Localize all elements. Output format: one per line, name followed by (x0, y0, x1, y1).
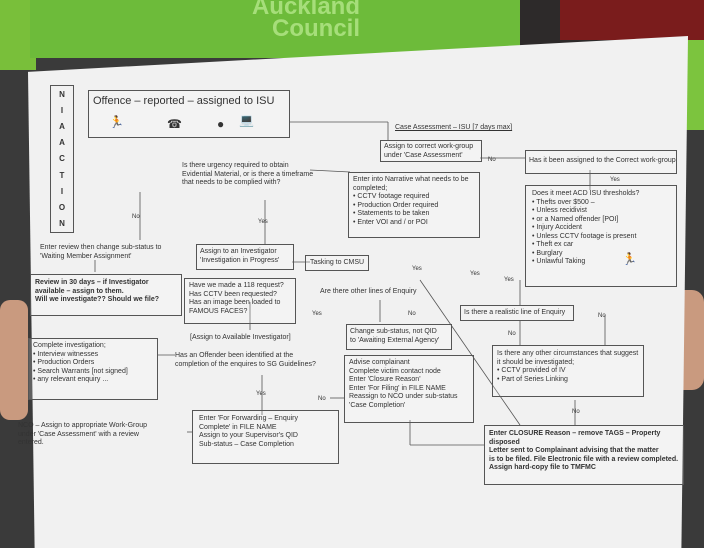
other-lines-question: Are there other lines of Enquiry (320, 288, 417, 295)
review-waiting: Enter review then change sub-status to '… (40, 244, 162, 260)
no-label-5: No (508, 331, 516, 337)
yes-label-5: Yes (504, 277, 514, 283)
advise-box: Advise complainant Complete victim conta… (344, 355, 474, 423)
complete-investigation-box: Complete investigation; • Interview witn… (28, 338, 158, 400)
no-label-7: No (572, 409, 580, 415)
council-banner-text: Auckland Council (251, 0, 360, 42)
no-label-6: No (318, 396, 326, 402)
no-label-1: No (488, 157, 496, 163)
realistic-box: Is there a realistic line of Enquiry (460, 305, 574, 321)
change-substatus-text: Change sub-status, not QID to 'Awaiting … (350, 328, 440, 344)
complete-investigation-text: Complete investigation; • Interview witn… (33, 342, 128, 383)
yes-label-1: Yes (610, 177, 620, 183)
assign-investigator-box: Assign to an Investigator 'Investigation… (196, 244, 294, 270)
assign-available: [Assign to Available Investigator] (190, 334, 291, 341)
checks-box: Have we made a 118 request? Has CCTV bee… (184, 278, 296, 324)
offender-question: Has an Offender been identified at the c… (175, 352, 316, 368)
tasking-box: Tasking to CMSU (305, 255, 369, 271)
offence-box: Offence – reported – assigned to ISU 🏃 ☎… (88, 90, 290, 138)
case-assessment-text: Case Assessment – ISU [7 days max] (395, 124, 513, 131)
person-icon: ● (217, 117, 225, 131)
running-person-icon: 🏃 (109, 115, 124, 129)
thresholds-text: Does it meet ACD ISU thresholds? • Theft… (532, 190, 640, 265)
no-label-3: No (598, 313, 606, 319)
tasking-text: Tasking to CMSU (310, 259, 365, 266)
assign-correct-text: Assign to correct work-group under 'Case… (384, 143, 474, 159)
narrative-box: Enter into Narrative what needs to be co… (348, 172, 480, 238)
advise-text: Advise complainant Complete victim conta… (349, 359, 458, 409)
offence-text: Offence – reported – assigned to ISU (93, 95, 275, 107)
assign-investigator-text: Assign to an Investigator 'Investigation… (200, 248, 280, 264)
change-substatus-box: Change sub-status, not QID to 'Awaiting … (346, 324, 452, 350)
left-hand (0, 300, 28, 420)
urgency-question: Is there urgency required to obtain Evid… (182, 162, 314, 186)
forwarding-box: Enter 'For Forwarding – Enquiry Complete… (192, 410, 339, 464)
closure-box: Enter CLOSURE Reason – remove TAGS – Pro… (484, 425, 684, 485)
other-circumstances-box: Is there any other circumstances that su… (492, 345, 644, 397)
review-30-box: Review in 30 days – if Investigator avai… (30, 274, 182, 316)
yes-label-3: Yes (412, 266, 422, 272)
assigned-question-text: Has it been assigned to the Correct work… (529, 157, 676, 164)
realistic-text: Is there a realistic line of Enquiry (464, 309, 566, 316)
no-label-4: No (408, 311, 416, 317)
checks-text: Have we made a 118 request? Has CCTV bee… (189, 282, 284, 315)
computer-icon: 💻 (239, 113, 254, 127)
narrative-text: Enter into Narrative what needs to be co… (353, 176, 469, 226)
closure-text: Enter CLOSURE Reason – remove TAGS – Pro… (489, 430, 679, 471)
other-circumstances-text: Is there any other circumstances that su… (497, 350, 639, 383)
flowchart-paper (28, 36, 688, 548)
no-label-2: No (132, 214, 140, 220)
forwarding-text: Enter 'For Forwarding – Enquiry Complete… (199, 415, 298, 448)
yes-label-2: Yes (258, 219, 268, 225)
assign-correct-box: Assign to correct work-group under 'Case… (380, 140, 482, 162)
yes-label-6: Yes (312, 311, 322, 317)
nco-text: NCO – Assign to appropriate Work-Group u… (18, 422, 148, 446)
thresholds-box: Does it meet ACD ISU thresholds? • Theft… (525, 185, 677, 287)
running-person-icon: 🏃 (622, 252, 637, 266)
background-green-banner (30, 0, 520, 58)
review-30-text: Review in 30 days – if Investigator avai… (35, 279, 160, 303)
yes-label-4: Yes (470, 271, 480, 277)
background-red (560, 0, 704, 40)
phone-icon: ☎ (167, 117, 182, 131)
yes-label-7: Yes (256, 391, 266, 397)
assigned-question-box: Has it been assigned to the Correct work… (525, 150, 677, 174)
